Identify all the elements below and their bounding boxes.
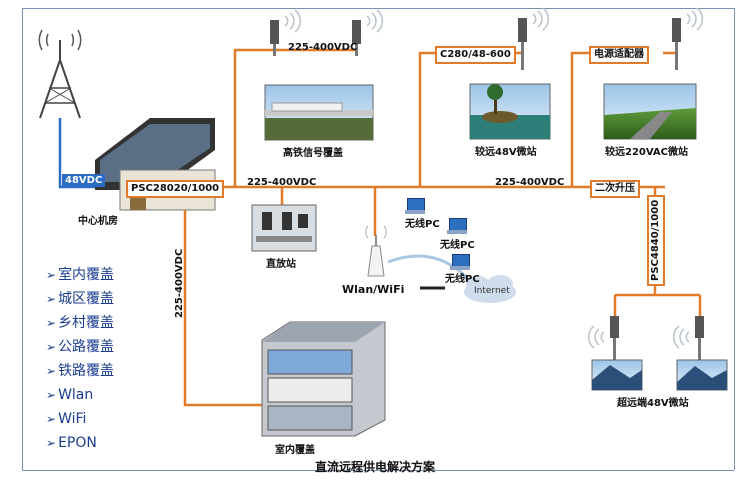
frame-right-border (734, 8, 735, 470)
diagram-title: 直流远程供电解决方案 (314, 460, 435, 474)
indoor-caption: 室内覆盖 (275, 445, 315, 456)
frame-top-border (22, 8, 734, 9)
pc-icon (450, 254, 472, 270)
pc-icon (447, 218, 469, 234)
indoor-building (261, 321, 386, 437)
railway-caption: 高铁信号覆盖 (283, 148, 343, 159)
top-left-voltage-label: 225-400VDC (288, 42, 358, 53)
pc-label: 无线PC (445, 274, 480, 285)
main-left-voltage-label: 225-400VDC (247, 177, 317, 188)
vertical-voltage-label: 225-400VDC (174, 248, 185, 318)
ultrafar-caption: 超远端48V微站 (617, 398, 689, 409)
main-right-voltage-label: 225-400VDC (495, 177, 565, 188)
railway-photo (264, 84, 374, 141)
wlan-caption: Wlan/WiFi (342, 283, 405, 296)
input-voltage-label: 48VDC (62, 174, 106, 187)
psc-right-box: PSC4840/1000 (647, 194, 665, 286)
coverage-item: ➢乡村覆盖 (46, 315, 115, 331)
pc-label: 无线PC (405, 219, 440, 230)
frame-left-border (22, 8, 23, 470)
center-room-label: 中心机房 (78, 216, 118, 227)
pc-label: 无线PC (440, 240, 475, 251)
far48-photo (469, 83, 551, 140)
repeater-photo (251, 204, 317, 252)
internet-cloud-icon (464, 275, 516, 303)
coverage-list: ➢室内覆盖 ➢城区覆盖 ➢乡村覆盖 ➢公路覆盖 ➢铁路覆盖 ➢Wlan ➢WiF… (46, 263, 114, 455)
internet-label: Internet (474, 286, 510, 296)
frame-bottom-border (22, 470, 734, 471)
radio-tower-icon (38, 29, 82, 119)
coverage-item: ➢公路覆盖 (46, 339, 115, 355)
ultrafar-photo (591, 359, 728, 391)
center-power-box: PSC28020/1000 (126, 180, 225, 198)
coverage-item: ➢WiFi (46, 411, 87, 427)
repeater-caption: 直放站 (266, 259, 296, 270)
coverage-item: ➢Wlan (46, 387, 94, 403)
far48-caption: 较远48V微站 (475, 147, 537, 158)
coverage-item: ➢城区覆盖 (46, 291, 115, 307)
far220-photo (603, 83, 697, 140)
wlan-ap-icon (365, 225, 387, 277)
coverage-item: ➢EPON (46, 435, 97, 451)
converter-box: C280/48-600 (435, 46, 516, 64)
second-boost-box: 二次升压 (590, 180, 640, 198)
coverage-item: ➢室内覆盖 (46, 267, 115, 283)
far220-caption: 较远220VAC微站 (605, 147, 689, 158)
adapter-box: 电源适配器 (589, 46, 649, 64)
pc-icon (405, 198, 427, 214)
coverage-item: ➢铁路覆盖 (46, 363, 115, 379)
